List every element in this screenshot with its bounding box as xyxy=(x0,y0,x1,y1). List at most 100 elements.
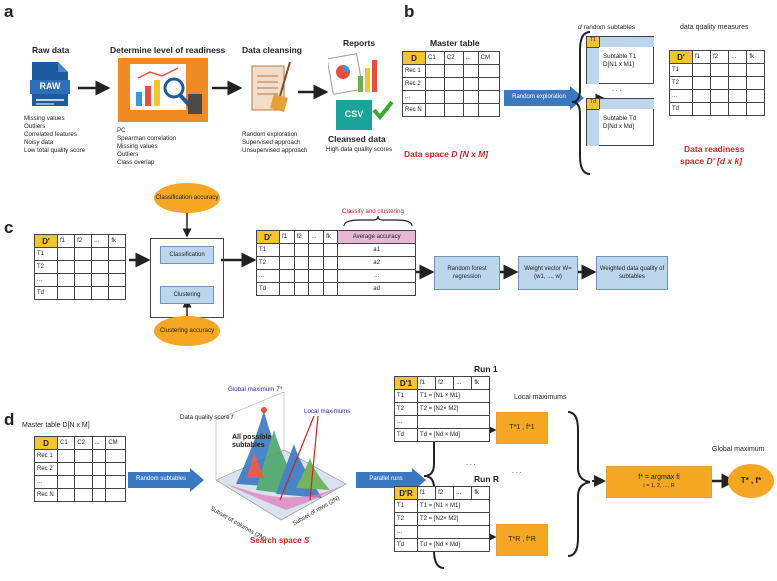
cleansing-items: Random exploration Supervised approach U… xyxy=(242,131,307,155)
check-icon xyxy=(372,100,394,121)
readiness-space-text: space xyxy=(680,156,705,166)
weight-vector-box: Weight vector W=(w1, ..., w) xyxy=(518,256,578,290)
panel-letter-a: a xyxy=(4,2,14,21)
run1-cell: f2 xyxy=(435,376,455,390)
c-row-label: ... xyxy=(34,273,58,287)
acc-cell: D' xyxy=(256,230,280,244)
master-row-label: ... xyxy=(402,90,426,104)
dq-score-text: Data quality score xyxy=(180,414,230,421)
runR-title: Run R xyxy=(474,474,500,484)
raw-item: Missing values xyxy=(24,115,65,122)
d-master-cell: C2 xyxy=(74,436,93,450)
run1-row-value: T2 = [N2× M2] xyxy=(417,402,490,416)
subtables-dots: . . . xyxy=(612,86,622,93)
d-master-cell: C1 xyxy=(56,436,76,450)
reports-icon xyxy=(326,50,384,96)
master-cell: D xyxy=(402,51,426,65)
acc-row-label: Td xyxy=(256,282,280,296)
master-table-title: Master table xyxy=(430,38,480,48)
d-master-cell: CM xyxy=(105,436,126,450)
quality-cell: D' xyxy=(669,50,693,64)
run1-title: Run 1 xyxy=(474,364,498,374)
raw-item: Outliers xyxy=(24,123,46,130)
classification-box: Classification xyxy=(160,246,214,264)
subtable-1-text: Subtable T1 xyxy=(603,53,637,60)
d-master-row: ... xyxy=(34,475,58,489)
runR-cell: ... xyxy=(453,486,473,500)
acc-value: ... xyxy=(337,269,416,283)
search-space-text: Search space xyxy=(250,536,302,545)
random-forest-box: Random forest regression xyxy=(434,256,500,290)
clustering-box: Clustering xyxy=(160,286,214,304)
readiness-space-label2: space D' [d x k] xyxy=(680,156,742,166)
reports-title: Reports xyxy=(343,38,376,48)
readiness-dashboard-image xyxy=(118,58,208,122)
cleansed-title: Cleansed data xyxy=(328,134,386,144)
random-exploration-arrow: Random exploration xyxy=(504,86,584,110)
run1-row-label: Td xyxy=(394,428,418,442)
run1-row-label: T2 xyxy=(394,402,418,416)
raw-icon-label: RAW xyxy=(39,81,61,91)
raw-items: Missing values Outliers Correlated featu… xyxy=(24,115,85,155)
readiness-item: Spearman correlation xyxy=(117,135,177,142)
global-max-ellipse: T* , f* xyxy=(728,464,774,498)
c-table-cell: D' xyxy=(34,234,58,248)
runR-cell: f2 xyxy=(435,486,455,500)
all-possible-label: All possible subtables xyxy=(232,434,272,449)
data-space-label: Data space D [N x M] xyxy=(404,149,488,159)
local-max-title: Local maximums xyxy=(514,394,567,401)
runR-cell: f1 xyxy=(416,486,437,500)
acc-value: a1 xyxy=(337,243,416,257)
acc-row-label: ... xyxy=(256,269,280,283)
run1-row-value: Td = [Nd × Md] xyxy=(417,428,490,442)
acc-value: ad xyxy=(337,282,416,296)
readiness-title: Determine level of readiness xyxy=(110,45,226,55)
subtable-d-header xyxy=(599,99,654,109)
master-cell: ... xyxy=(462,51,479,65)
c-table-cell: fk xyxy=(108,234,126,248)
cleansing-item: Random exploration xyxy=(242,131,298,138)
run1-row-value xyxy=(417,415,490,429)
random-subtables-label: Random subtables xyxy=(135,476,187,482)
curly-brace xyxy=(571,31,591,175)
runR-row-label: Td xyxy=(394,538,418,552)
quality-row-label: T2 xyxy=(669,76,693,90)
master-row-label: Rec N xyxy=(402,103,426,117)
raw-item: Correlated features xyxy=(24,131,77,138)
raw-data-title: Raw data xyxy=(32,45,70,55)
c-row-label: T2 xyxy=(34,260,58,274)
runR-row-value: Td = [Nd × Md] xyxy=(417,538,490,552)
classify-clustering-title: Classify and clustering xyxy=(342,208,404,215)
acc-value: a2 xyxy=(337,256,416,270)
subtables-d: d xyxy=(578,24,582,31)
run1-cell: f1 xyxy=(416,376,437,390)
d-master-cell: ... xyxy=(91,436,107,450)
quality-measures-title: data quality measures xyxy=(680,24,749,31)
global-max-title: Global maximum xyxy=(712,446,765,453)
c-row-label: Td xyxy=(34,286,58,300)
quality-cell: fk xyxy=(746,50,765,64)
random-subtables-title: d random subtables xyxy=(578,24,635,31)
runR-row-value xyxy=(417,525,490,539)
dq-score-sym: f xyxy=(231,414,233,421)
quality-row-label: Td xyxy=(669,102,693,116)
run1-row-label: T1 xyxy=(394,389,418,403)
panel-letter-b: b xyxy=(404,2,415,21)
quality-cell: ... xyxy=(728,50,748,64)
c-table-cell: f2 xyxy=(74,234,93,248)
quality-cell: f1 xyxy=(691,50,712,64)
classification-accuracy-ellipse: Classification accuracy xyxy=(154,183,220,213)
search-space-sym: S xyxy=(303,536,310,545)
dq-score-label: Data quality score f xyxy=(180,414,233,421)
master-row-label: Rec 2 xyxy=(402,77,426,91)
runR-row-value: T1 = [N1 × M1] xyxy=(417,499,490,513)
quality-table: D' f1 f2 ... fk T1 T2 ... Td xyxy=(669,50,765,116)
panel-letter-d: d xyxy=(4,410,15,429)
weighted-quality-box: Weighted data quality of subtables xyxy=(596,256,668,290)
runR-cell: fk xyxy=(471,486,490,500)
runR-row-label: T1 xyxy=(394,499,418,513)
readiness-item: Outliers xyxy=(117,151,139,158)
